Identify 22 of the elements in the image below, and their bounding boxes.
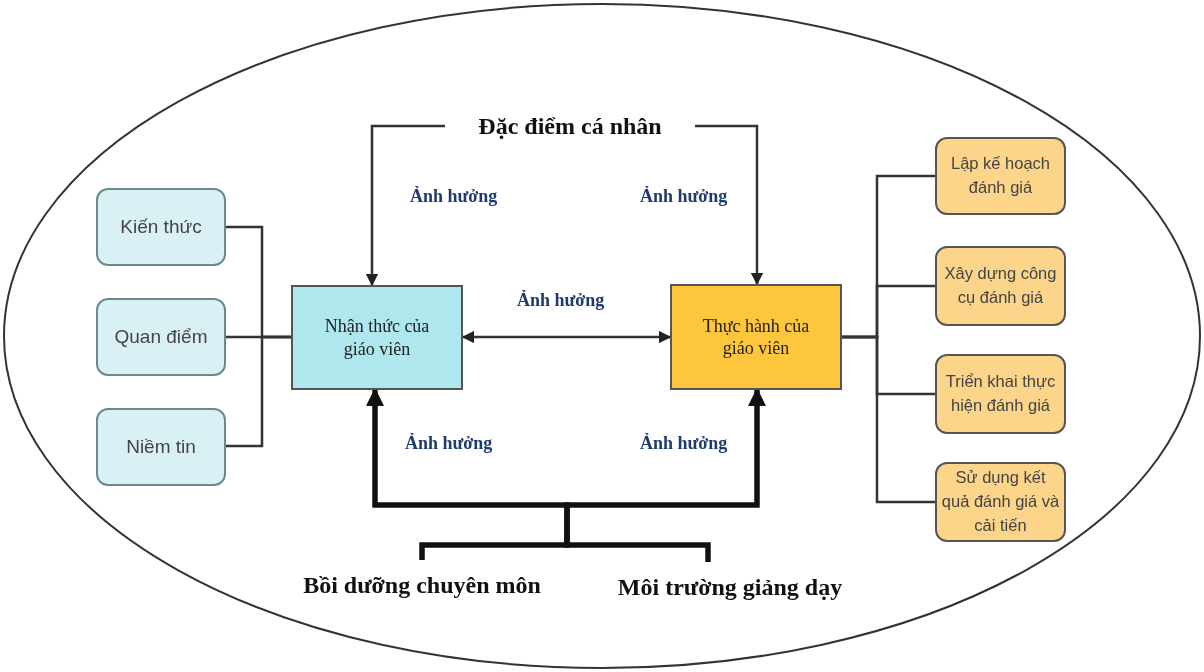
edge-label: Ảnh hưởng — [405, 433, 493, 454]
step-box: Lập kế hoạch đánh giá — [935, 137, 1066, 215]
process-box: Thực hành của giáo viên — [670, 284, 842, 390]
step-box: Sử dụng kết quả đánh giá và cải tiến — [935, 462, 1066, 542]
step-box: Triển khai thực hiện đánh giá — [935, 354, 1066, 434]
arrow — [564, 388, 766, 562]
concept-box: Kiến thức — [96, 188, 226, 266]
label-text: Môi trường giảng dạy — [594, 562, 866, 612]
connector-line — [226, 335, 291, 448]
process-box: Nhận thức của giáo viên — [291, 285, 463, 390]
concept-box: Quan điểm — [96, 298, 226, 376]
step-box: Xây dựng công cụ đánh giá — [935, 246, 1066, 326]
concept-box: Niềm tin — [96, 408, 226, 486]
connector-line — [842, 335, 935, 504]
edge-label: Ảnh hưởng — [640, 186, 728, 207]
arrow — [695, 124, 764, 286]
arrow — [365, 124, 445, 287]
label-text: Bồi dưỡng chuyên môn — [276, 560, 568, 610]
label-text: Đặc điểm cá nhân — [445, 108, 695, 144]
edge-label: Ảnh hưởng — [410, 186, 498, 207]
edge-label: Ảnh hưởng — [517, 290, 605, 311]
edge-label: Ảnh hưởng — [640, 433, 728, 454]
